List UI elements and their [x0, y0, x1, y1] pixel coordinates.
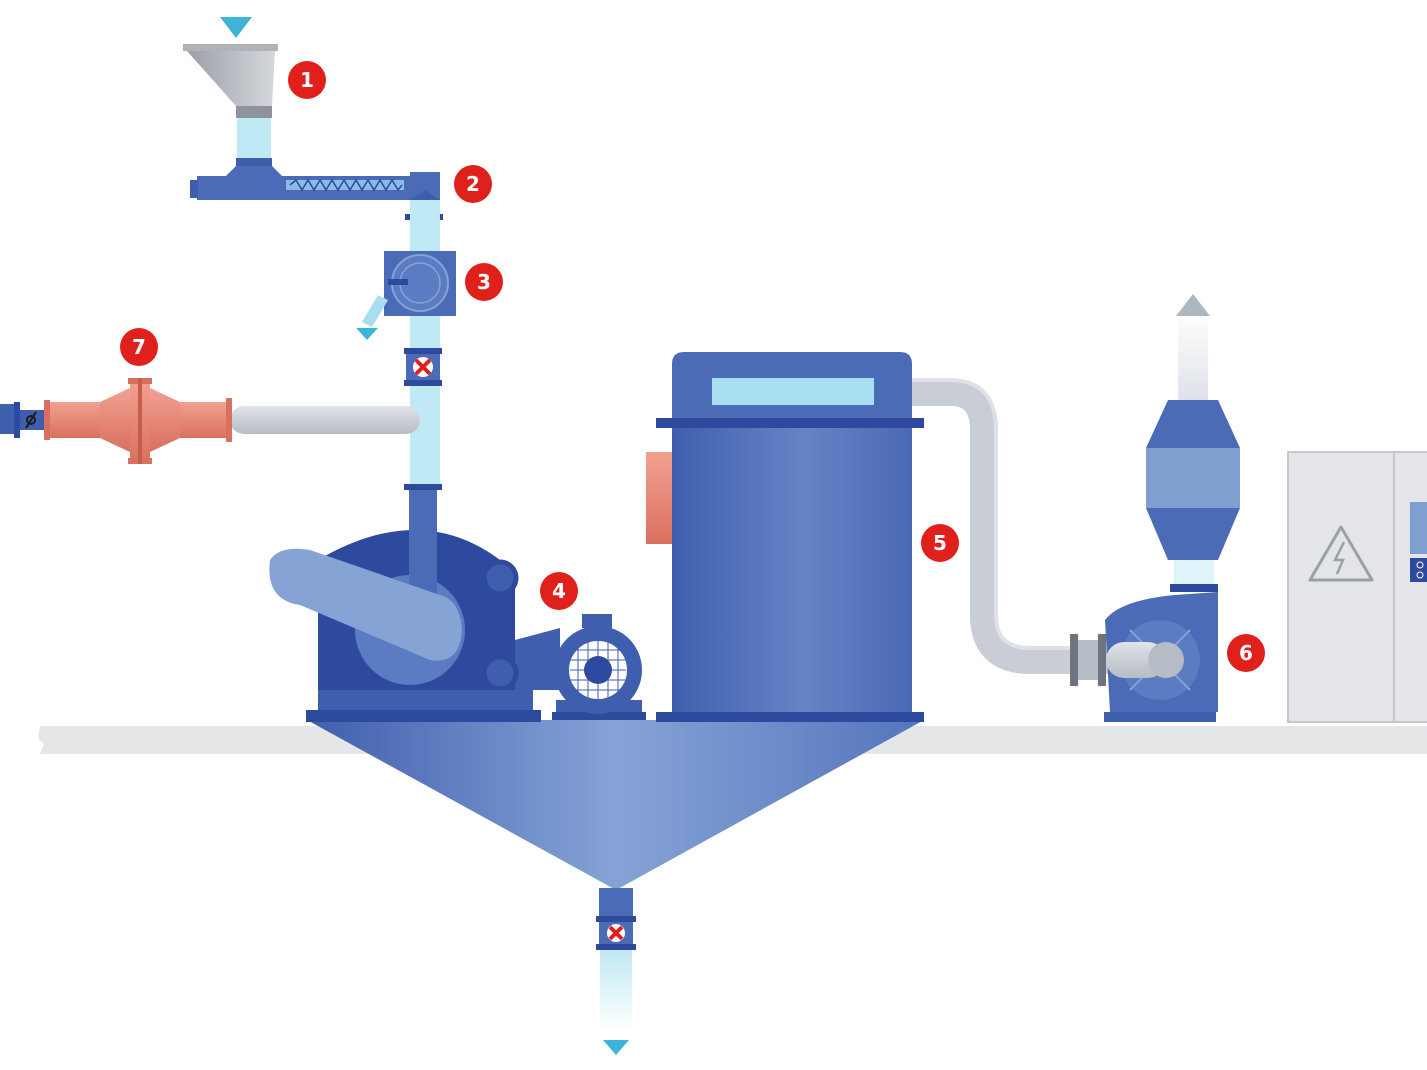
- exhaust-filter: [1146, 294, 1240, 560]
- bottom-outlet: [596, 888, 636, 1055]
- badge-5: 5: [921, 524, 959, 562]
- feed-pipe: [410, 200, 440, 485]
- manual-valve-icon: [25, 411, 37, 429]
- badge-7: 7: [120, 328, 158, 366]
- exhaust-fan: [1070, 560, 1218, 722]
- badge-6: 6: [1227, 634, 1265, 672]
- svg-text:6: 6: [1239, 641, 1253, 665]
- high-voltage-warning-icon: [1308, 525, 1374, 582]
- rotary-valve: [356, 251, 456, 340]
- svg-text:1: 1: [300, 68, 314, 92]
- flow-meter: [50, 378, 232, 464]
- grey-inlet-pipe: [0, 400, 420, 440]
- badge-3: 3: [465, 263, 503, 301]
- svg-text:2: 2: [466, 172, 480, 196]
- badge-2: 2: [454, 165, 492, 203]
- exhaust-duct: [912, 378, 1160, 674]
- butterfly-valve-icon: [404, 348, 442, 386]
- up-arrow-icon: [1176, 294, 1210, 316]
- badge-1: 1: [288, 61, 326, 99]
- main-pump: [269, 490, 560, 722]
- control-cabinet: [1287, 451, 1427, 723]
- electric-motor: [552, 614, 646, 720]
- screw-conveyor: [190, 158, 443, 220]
- down-arrow-icon: [356, 328, 378, 340]
- svg-text:3: 3: [477, 270, 491, 294]
- feed-hopper: [183, 44, 278, 158]
- separation-tank: [646, 352, 924, 722]
- down-arrow-icon: [220, 17, 252, 38]
- svg-text:7: 7: [132, 335, 146, 359]
- svg-text:5: 5: [933, 531, 947, 555]
- badge-4: 4: [540, 572, 578, 610]
- down-arrow-icon: [603, 1040, 629, 1055]
- collection-cone: [307, 720, 924, 890]
- svg-text:4: 4: [552, 579, 566, 603]
